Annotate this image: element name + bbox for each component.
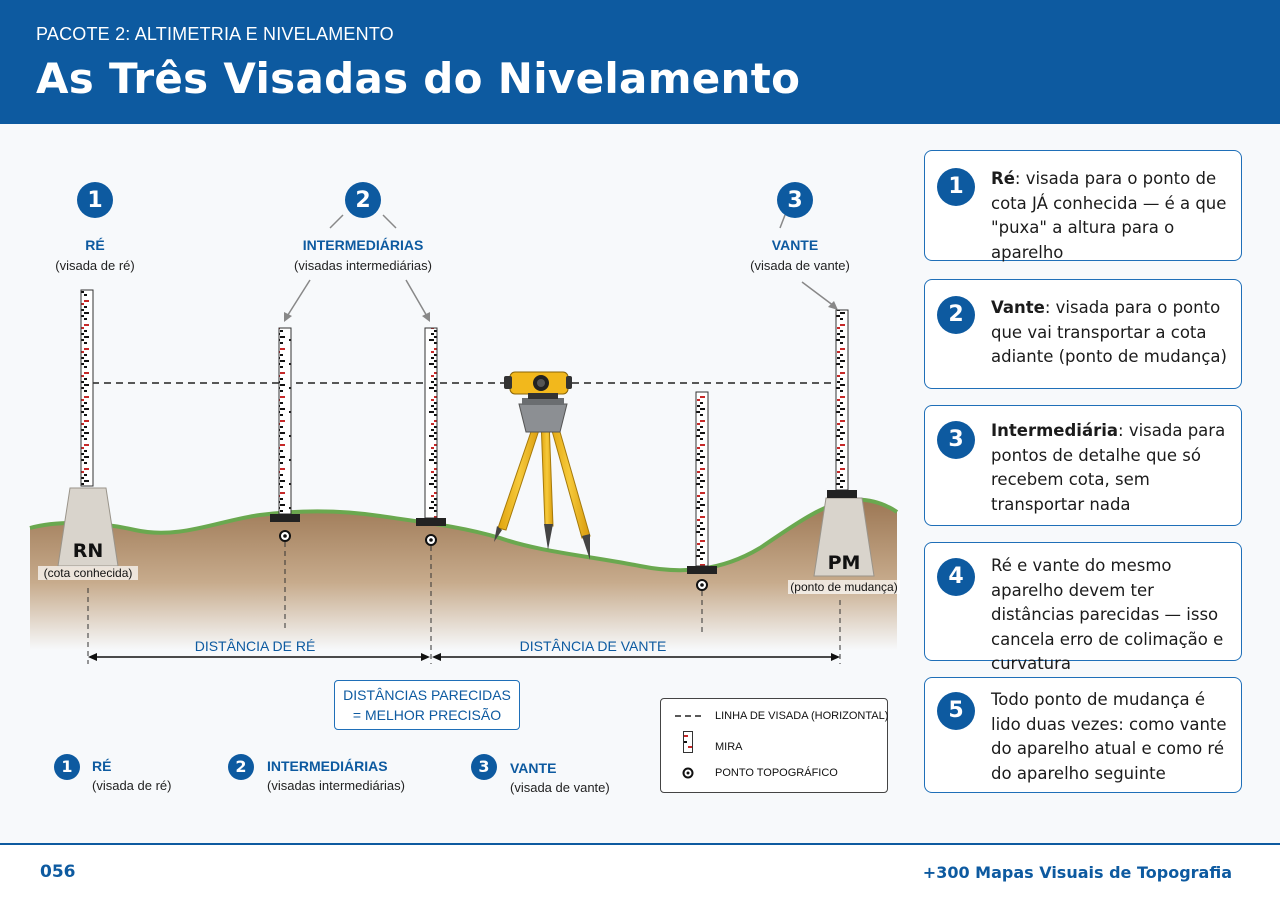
card-5: 5 Todo ponto de mudança é lido duas veze… [924,677,1242,793]
topo-point-1 [279,530,291,542]
staff-re [80,289,94,487]
header-kicker: PACOTE 2: ALTIMETRIA E NIVELAMENTO [36,24,394,44]
topo-point-2 [425,534,437,546]
distance-vante-arrow [432,653,840,661]
callout-1-circle [77,182,113,218]
staff-intermediate-1 [270,327,300,522]
card-4: 4 Ré e vante do mesmo aparelho devem ter… [924,542,1242,673]
footer-divider [0,843,1280,845]
callout-2-circle [345,182,381,218]
callout-2-number: 2 [355,188,371,213]
mira-legend-icon [683,731,693,753]
card-1-body: : visada para o ponto de cota JÁ conheci… [991,169,1227,262]
card-1-text: Ré: visada para o ponto de cota JÁ conhe… [991,167,1227,265]
callout-1-title: RÉ [85,237,105,253]
pm-sublabel: (ponto de mudança) [788,580,900,594]
card-5-text: Todo ponto de mudança é lido duas vezes:… [991,688,1227,786]
card-3-body: : visada para pontos de detalhe que só r… [991,421,1226,514]
card-3: 3 Intermediária: visada para pontos de d… [924,405,1242,526]
bottom-legend-1-number: 1 [54,754,80,780]
legend-line-label: LINHA DE VISADA (HORIZONTAL) [715,710,889,722]
pm-label: PM [827,552,861,574]
rn-sublabel: (cota conhecida) [38,566,138,580]
bottom-legend-1-subtitle: (visada de ré) [92,778,172,793]
bottom-legend-3-number: 3 [471,754,497,780]
bottom-legend-2-subtitle: (visadas intermediárias) [267,778,405,793]
card-4-body: Ré e vante do mesmo aparelho devem ter d… [991,556,1224,673]
card-1-number: 1 [937,168,975,206]
terrain-soil [30,499,897,650]
card-5-number: 5 [937,692,975,730]
card-4-number: 4 [937,558,975,596]
topo-point-legend-icon [682,767,694,779]
callout-3-title: VANTE [771,237,819,253]
bottom-legend-2-title: INTERMEDIÁRIAS [267,758,388,774]
bottom-legend-3-subtitle: (visada de vante) [510,780,610,795]
header-banner: PACOTE 2: ALTIMETRIA E NIVELAMENTO As Tr… [0,0,1280,124]
legend-mira-label: MIRA [715,741,743,753]
card-4-text: Ré e vante do mesmo aparelho devem ter d… [991,554,1227,677]
card-2: 2 Vante: visada para o ponto que vai tra… [924,279,1242,389]
card-1-bold: Ré [991,169,1015,188]
callout-1-subtitle: (visada de ré) [55,258,135,273]
rn-label: RN [72,540,104,562]
precision-line-2: = MELHOR PRECISÃO [352,707,502,723]
level-instrument [494,371,591,560]
card-5-body: Todo ponto de mudança é lido duas vezes:… [991,690,1227,783]
staff-intermediate-3 [687,391,717,574]
callout-3-subtitle: (visada de vante) [750,258,850,273]
card-3-number: 3 [937,421,975,459]
callout-2-subtitle: (visadas intermediárias) [294,258,432,273]
footer: 056 +300 Mapas Visuais de Topografia [0,845,1280,906]
card-1: 1 Ré: visada para o ponto de cota JÁ con… [924,150,1242,262]
precision-note: DISTÂNCIAS PARECIDAS = MELHOR PRECISÃO [334,680,520,730]
leveling-diagram [29,182,899,664]
footer-brand: +300 Mapas Visuais de Topografia [922,863,1232,882]
distance-re-arrow [88,653,430,661]
card-2-bold: Vante [991,298,1045,317]
card-2-text: Vante: visada para o ponto que vai trans… [991,296,1227,370]
card-2-number: 2 [937,296,975,334]
callout-3-circle [777,182,813,218]
topo-point-3 [696,579,708,591]
page-number: 056 [40,862,76,882]
staff-vante [827,309,857,498]
legend-point-label: PONTO TOPOGRÁFICO [715,767,838,779]
map-legend: LINHA DE VISADA (HORIZONTAL) MIRA PONTO … [660,698,888,793]
distance-re-label: DISTÂNCIA DE RÉ [194,638,316,654]
distance-vante-label: DISTÂNCIA DE VANTE [519,638,667,654]
card-3-bold: Intermediária [991,421,1119,440]
bottom-legend-1-title: RÉ [92,758,112,774]
callout-3-number: 3 [787,188,803,213]
callout-2-title: INTERMEDIÁRIAS [302,237,424,253]
card-3-text: Intermediária: visada para pontos de det… [991,419,1227,517]
card-2-body: : visada para o ponto que vai transporta… [991,298,1227,366]
callout-1-number: 1 [87,188,103,213]
bottom-legend-3-title: VANTE [510,760,557,776]
precision-line-1: DISTÂNCIAS PARECIDAS [343,687,511,703]
terrain-grass [29,497,899,573]
page-title: As Três Visadas do Nivelamento [36,54,801,103]
bottom-legend-2-number: 2 [228,754,254,780]
staff-intermediate-2 [416,327,446,526]
